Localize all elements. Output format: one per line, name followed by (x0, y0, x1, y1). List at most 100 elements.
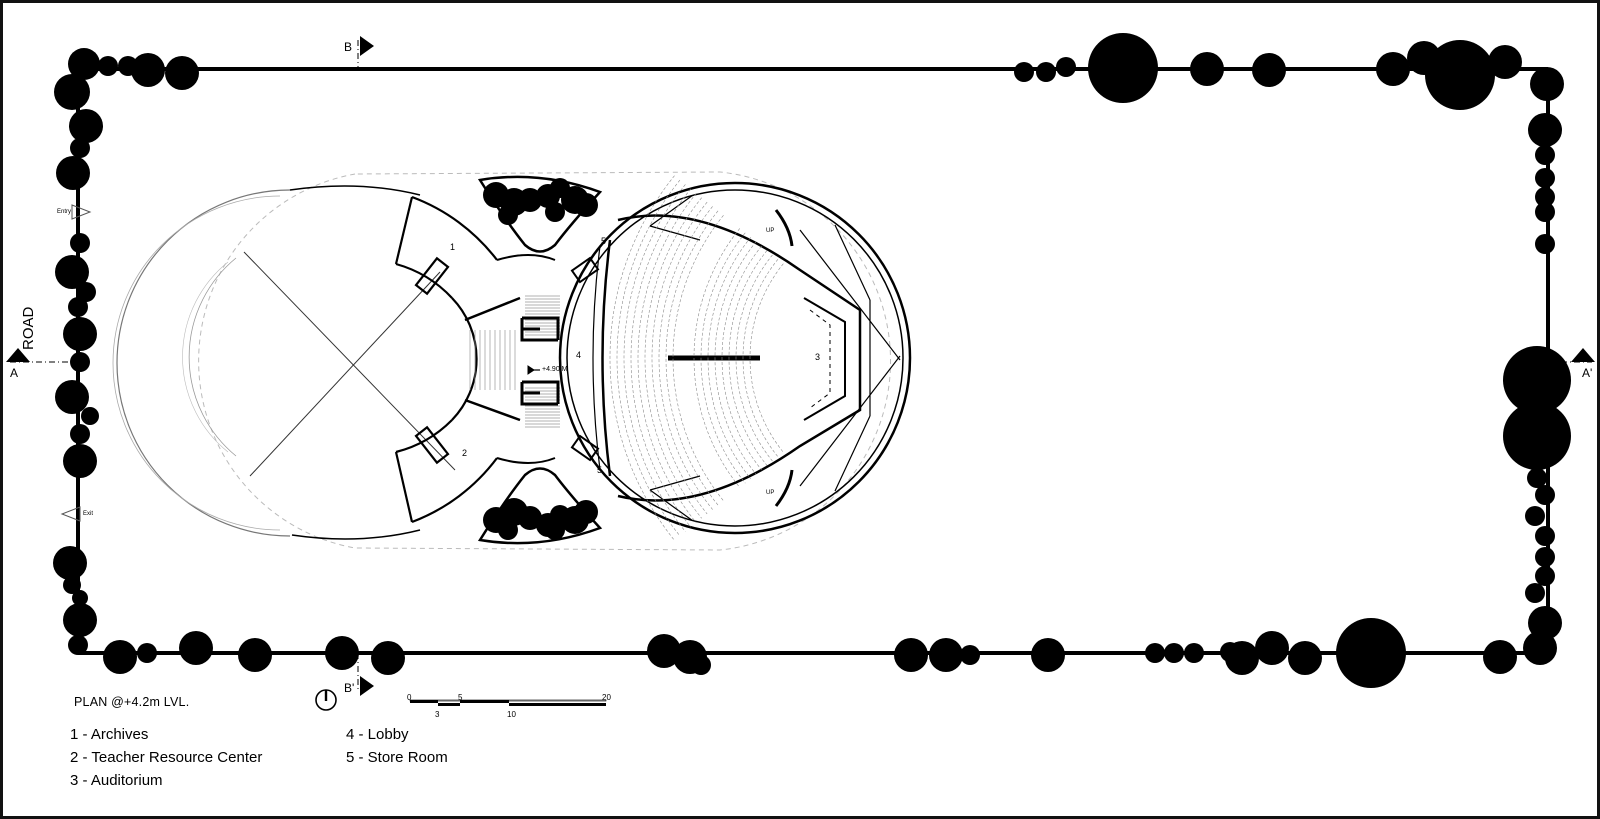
tree-icon (1336, 618, 1406, 688)
tree-icon (691, 655, 711, 675)
tree-icon (137, 643, 157, 663)
scale-label-10: 10 (507, 710, 516, 719)
up-label-top: UP (766, 228, 775, 234)
tree-icon (1376, 52, 1410, 86)
tree-icon (72, 590, 88, 606)
scale-bar (409, 699, 607, 706)
tree-icon (1503, 346, 1571, 414)
tree-icon (1523, 631, 1557, 665)
legend-item-archives: 1 - Archives (70, 726, 149, 743)
tree-icon (1535, 145, 1555, 165)
tree-icon (1225, 641, 1259, 675)
tree-icon (69, 109, 103, 143)
tree-icon (165, 56, 199, 90)
tree-icon (76, 282, 96, 302)
room-number-5-bottom: 5 (597, 465, 603, 475)
tree-icon (1535, 187, 1555, 207)
exit-label: Exit (83, 511, 94, 517)
tree-icon (1190, 52, 1224, 86)
legend-item-auditorium: 3 - Auditorium (70, 772, 163, 789)
tree-icon (103, 640, 137, 674)
tree-icon (929, 638, 963, 672)
exit-arrow-icon (60, 506, 81, 522)
tree-icon (498, 205, 518, 225)
up-label-bottom: UP (766, 490, 775, 496)
tree-icon (54, 74, 90, 110)
tree-icon (1535, 566, 1555, 586)
tree-icon (1088, 33, 1158, 103)
entry-arrow-icon (71, 204, 92, 220)
tree-icon (647, 634, 681, 668)
section-a-label: A (10, 366, 19, 380)
tree-icon (179, 631, 213, 665)
tree-icon (68, 635, 88, 655)
tree-icon (1184, 643, 1204, 663)
tree-icon (1528, 113, 1562, 147)
tree-icon (238, 638, 272, 672)
room-number-3: 3 (815, 352, 821, 362)
tree-icon (1535, 485, 1555, 505)
tree-icon (70, 233, 90, 253)
tree-icon (1503, 402, 1571, 470)
section-lines (10, 40, 1592, 690)
tree-icon (518, 506, 542, 530)
tree-icon (1535, 168, 1555, 188)
tree-icon (1056, 57, 1076, 77)
site-boundary (76, 67, 1550, 655)
road-label: ROAD (20, 306, 37, 350)
room-number-1: 1 (450, 242, 456, 252)
north-arrow-icon (315, 689, 337, 711)
tree-icon (1164, 643, 1184, 663)
tree-icon (960, 645, 980, 665)
scale-label-20: 20 (602, 693, 611, 702)
tree-icon (55, 380, 89, 414)
lobby (464, 254, 560, 464)
tree-icon (68, 48, 100, 80)
tree-icon (70, 138, 90, 158)
tree-icon (1525, 583, 1545, 603)
tree-icon (1527, 468, 1547, 488)
section-a-prime-label: A' (1582, 366, 1593, 380)
planters (477, 175, 603, 545)
tree-icon (1036, 62, 1056, 82)
tree-icon (1145, 643, 1165, 663)
tree-icon (1535, 234, 1555, 254)
tree-icon (371, 641, 405, 675)
tree-icon (1483, 640, 1517, 674)
section-arrow-icon (6, 36, 1595, 696)
building-outline (198, 171, 891, 551)
section-b-label: B (344, 40, 353, 54)
room-number-4: 4 (576, 350, 582, 360)
tree-icon (518, 188, 542, 212)
tree-icon (545, 520, 565, 540)
tree-icon (1525, 506, 1545, 526)
tree-icon (55, 255, 89, 289)
scale-label-0: 0 (407, 693, 412, 702)
tree-icon (894, 638, 928, 672)
tree-icon (53, 546, 87, 580)
plan-title: PLAN @+4.2m LVL. (74, 695, 190, 709)
auditorium (558, 175, 912, 541)
legend-item-store-room: 5 - Store Room (346, 749, 448, 766)
level-marker: +4.90 M (542, 366, 568, 373)
tree-icon (70, 424, 90, 444)
tree-icon (68, 297, 88, 317)
tree-icon (1031, 638, 1065, 672)
tree-icon (56, 156, 90, 190)
tree-icon (63, 576, 81, 594)
tree-icon (1255, 631, 1289, 665)
room-number-5-top: 5 (601, 236, 607, 246)
tree-icon (63, 444, 97, 478)
tree-icon (70, 352, 90, 372)
tree-icon (63, 603, 97, 637)
tree-icon (63, 317, 97, 351)
legend-item-teacher-resource: 2 - Teacher Resource Center (70, 749, 263, 766)
archive-wing (394, 195, 498, 524)
tree-icon (1425, 40, 1495, 110)
tree-icon (1535, 547, 1555, 567)
tree-icon (1288, 641, 1322, 675)
tree-icon (81, 407, 99, 425)
tree-icon (1014, 62, 1034, 82)
